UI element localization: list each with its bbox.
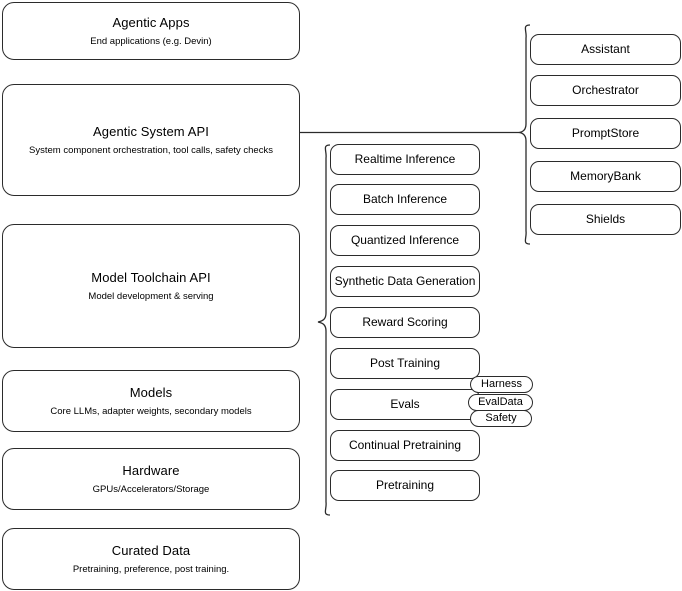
layer-agentic-apps[interactable]: Agentic Apps End applications (e.g. Devi…: [2, 2, 300, 60]
capability-label: Reward Scoring: [362, 315, 448, 329]
capability-label: Continual Pretraining: [348, 438, 462, 452]
component-label: Shields: [585, 212, 626, 226]
capability-post-training[interactable]: Post Training: [330, 348, 480, 379]
layer-title: Model Toolchain API: [91, 269, 211, 285]
layer-curated-data[interactable]: Curated Data Pretraining, preference, po…: [2, 528, 300, 590]
capability-pretraining[interactable]: Pretraining: [330, 470, 480, 501]
layer-title: Curated Data: [111, 542, 191, 558]
capability-synthetic-data-generation[interactable]: Synthetic Data Generation: [330, 266, 480, 297]
layer-subtitle: Model development & serving: [88, 290, 214, 302]
layer-subtitle: Pretraining, preference, post training.: [72, 563, 230, 575]
capability-label: Synthetic Data Generation: [334, 274, 476, 288]
capability-batch-inference[interactable]: Batch Inference: [330, 184, 480, 215]
capability-realtime-inference[interactable]: Realtime Inference: [330, 144, 480, 175]
capability-continual-pretraining[interactable]: Continual Pretraining: [330, 430, 480, 461]
layer-title: Agentic Apps: [112, 14, 190, 30]
component-promptstore[interactable]: PromptStore: [530, 118, 681, 149]
capability-quantized-inference[interactable]: Quantized Inference: [330, 225, 480, 256]
component-shields[interactable]: Shields: [530, 204, 681, 235]
layer-title: Models: [129, 384, 173, 400]
layer-agentic-system-api[interactable]: Agentic System API System component orch…: [2, 84, 300, 196]
layer-subtitle: GPUs/Accelerators/Storage: [92, 483, 210, 495]
component-label: MemoryBank: [570, 169, 641, 183]
component-label: PromptStore: [571, 126, 640, 140]
layer-title: Hardware: [122, 462, 180, 478]
evals-tag-label: Safety: [485, 412, 517, 424]
component-label: Assistant: [581, 42, 630, 56]
evals-tag-evaldata[interactable]: EvalData: [468, 394, 533, 411]
capability-label: Realtime Inference: [354, 152, 456, 166]
layer-subtitle: End applications (e.g. Devin): [90, 35, 212, 47]
component-orchestrator[interactable]: Orchestrator: [530, 75, 681, 106]
layer-models[interactable]: Models Core LLMs, adapter weights, secon…: [2, 370, 300, 432]
capability-label: Quantized Inference: [350, 233, 460, 247]
brace-system-components: [518, 24, 531, 245]
evals-tag-safety[interactable]: Safety: [470, 410, 532, 427]
capability-label: Evals: [390, 397, 420, 411]
evals-tag-label: EvalData: [478, 396, 523, 408]
brace-toolchain-capabilities: [317, 144, 331, 516]
component-assistant[interactable]: Assistant: [530, 34, 681, 65]
component-memorybank[interactable]: MemoryBank: [530, 161, 681, 192]
capability-label: Batch Inference: [362, 192, 448, 206]
capability-evals[interactable]: Evals: [330, 389, 480, 420]
capability-reward-scoring[interactable]: Reward Scoring: [330, 307, 480, 338]
evals-tag-label: Harness: [481, 378, 522, 390]
component-label: Orchestrator: [572, 83, 639, 97]
layer-subtitle: Core LLMs, adapter weights, secondary mo…: [50, 405, 252, 417]
evals-tag-harness[interactable]: Harness: [470, 376, 533, 393]
layer-title: Agentic System API: [93, 123, 209, 139]
layer-model-toolchain-api[interactable]: Model Toolchain API Model development & …: [2, 224, 300, 348]
layer-hardware[interactable]: Hardware GPUs/Accelerators/Storage: [2, 448, 300, 510]
layer-subtitle: System component orchestration, tool cal…: [29, 144, 273, 156]
capability-label: Post Training: [369, 356, 441, 370]
capability-label: Pretraining: [375, 478, 435, 492]
